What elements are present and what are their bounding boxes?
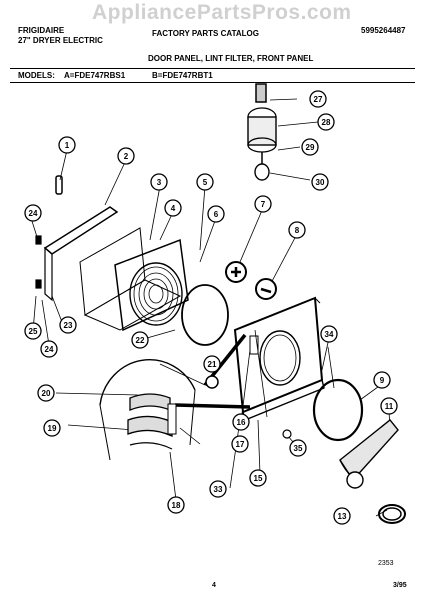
page-number: 4 [212,582,216,589]
callout-4: 4 [164,199,182,217]
svg-text:5: 5 [203,178,208,187]
svg-text:24: 24 [29,209,38,218]
door-handle [55,175,63,195]
callout-11: 11 [380,397,398,415]
svg-text:25: 25 [29,327,38,336]
callout-28: 28 [317,113,335,131]
callout-23: 23 [59,316,77,334]
callout-33: 33 [209,480,227,498]
svg-text:23: 23 [64,321,73,330]
callout-17: 17 [231,435,249,453]
svg-text:11: 11 [385,402,394,411]
door-gasket [181,284,229,346]
callout-1: 1 [58,136,76,154]
svg-text:22: 22 [136,336,145,345]
svg-text:30: 30 [316,178,325,187]
latch-parts [225,261,277,300]
callout-6: 6 [207,205,225,223]
svg-text:2: 2 [124,152,129,161]
svg-text:4: 4 [171,204,176,213]
door-panel [43,206,119,302]
svg-text:24: 24 [45,345,54,354]
light-bar [174,333,251,409]
inner-door-panel [79,227,182,331]
callout-13: 13 [333,507,351,525]
svg-text:28: 28 [322,118,331,127]
svg-text:19: 19 [48,424,57,433]
svg-text:33: 33 [214,485,223,494]
svg-text:20: 20 [42,389,51,398]
svg-text:1: 1 [65,141,70,150]
filter-assembly [247,83,277,181]
catalog-title: FACTORY PARTS CATALOG [152,29,259,38]
lint-filter-ring [378,504,406,524]
svg-text:17: 17 [236,440,245,449]
callout-27: 27 [309,90,327,108]
svg-text:6: 6 [214,210,219,219]
callout-22: 22 [131,331,149,349]
svg-text:21: 21 [208,360,217,369]
callout-34: 34 [320,325,338,343]
callout-8: 8 [288,221,306,239]
callout-30: 30 [311,173,329,191]
svg-text:35: 35 [294,444,303,453]
part-number: 5995264487 [361,26,406,35]
callout-3: 3 [150,173,168,191]
svg-text:7: 7 [261,200,266,209]
callout-24: 24 [40,340,58,358]
svg-text:18: 18 [172,501,181,510]
svg-text:13: 13 [338,512,347,521]
callout-19: 19 [43,419,61,437]
callout-2: 2 [117,147,135,165]
svg-text:15: 15 [254,474,263,483]
callout-25: 25 [24,322,42,340]
callout-20: 20 [37,384,55,402]
lint-chute [339,419,399,489]
svg-text:16: 16 [237,418,246,427]
models-label: MODELS: [18,71,55,80]
callout-29: 29 [301,138,319,156]
diagram-number: 2353 [378,560,394,567]
door-hinges [35,235,42,289]
door-seal [312,378,364,442]
inset-detail [99,359,196,461]
watermark: AppliancePartsPros.com [92,1,352,24]
callout-18: 18 [167,496,185,514]
header-rule-bottom [10,82,415,83]
product-name: 27" DRYER ELECTRIC [18,36,103,45]
door-liner [114,238,189,332]
callout-markers: 1234567891113151617181920212223242425272… [24,90,398,525]
callout-21: 21 [203,355,221,373]
callout-24: 24 [24,204,42,222]
model-b: B=FDE747RBT1 [152,71,213,80]
leader-lines [30,98,391,517]
header-rule-top [10,68,415,69]
callout-5: 5 [196,173,214,191]
svg-text:9: 9 [380,376,385,385]
section-title: DOOR PANEL, LINT FILTER, FRONT PANEL [148,54,314,63]
svg-text:29: 29 [306,143,315,152]
callout-9: 9 [373,371,391,389]
svg-text:3: 3 [157,178,162,187]
front-panel [233,296,325,421]
svg-text:8: 8 [295,226,300,235]
callout-16: 16 [232,413,250,431]
screw [282,429,292,439]
model-a: A=FDE747RBS1 [64,71,126,80]
brand-name: FRIGIDAIRE [18,26,65,35]
footer-date: 3/95 [393,582,407,589]
callout-15: 15 [249,469,267,487]
callout-7: 7 [254,195,272,213]
svg-text:34: 34 [325,330,334,339]
svg-text:27: 27 [314,95,323,104]
callout-35: 35 [289,439,307,457]
